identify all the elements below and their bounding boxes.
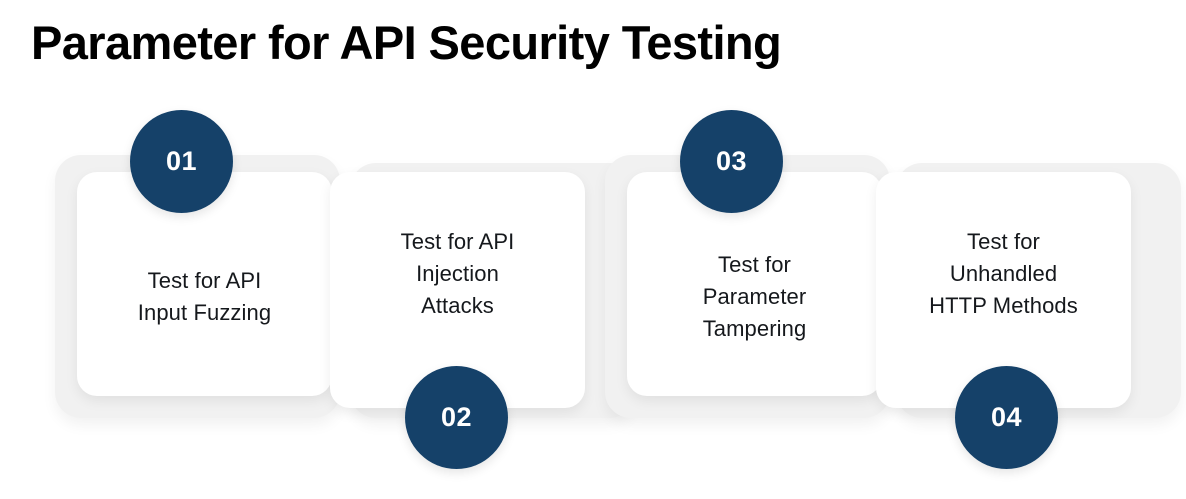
card-label-01: Test for API Input Fuzzing <box>137 268 272 325</box>
card-01[interactable]: Test for API Input Fuzzing <box>77 172 332 396</box>
card-label-04: Test for Unhandled HTTP Methods <box>929 229 1078 318</box>
step-card-01[interactable]: Test for API Input Fuzzing 01 <box>22 0 340 499</box>
step-card-02[interactable]: Test for API Injection Attacks 02 <box>330 0 635 499</box>
card-label-03: Test for Parameter Tampering <box>702 252 807 341</box>
step-number-badge-04[interactable]: 04 <box>955 366 1058 469</box>
step-card-04[interactable]: Test for Unhandled HTTP Methods 04 <box>876 0 1181 499</box>
page-title: Parameter for API Security Testing <box>31 16 782 69</box>
card-label-02: Test for API Injection Attacks <box>400 229 515 318</box>
step-number-badge-01[interactable]: 01 <box>130 110 233 213</box>
step-card-03[interactable]: Test for Parameter Tampering 03 <box>572 0 890 499</box>
step-number-badge-03[interactable]: 03 <box>680 110 783 213</box>
step-number-badge-02[interactable]: 02 <box>405 366 508 469</box>
card-03[interactable]: Test for Parameter Tampering <box>627 172 882 396</box>
